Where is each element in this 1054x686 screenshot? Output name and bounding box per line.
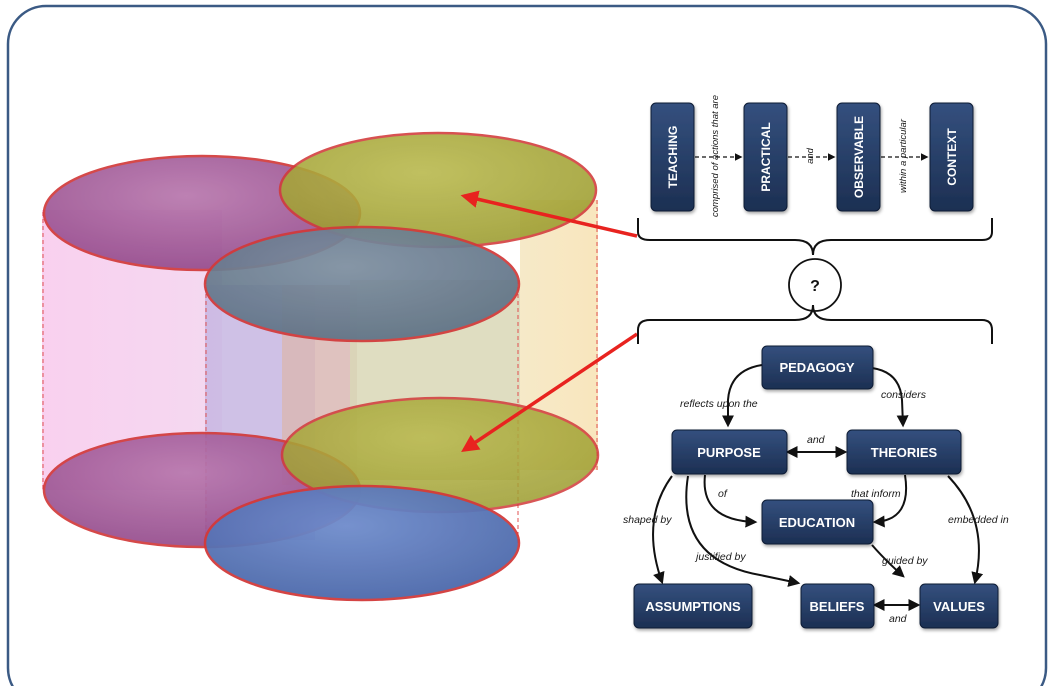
edge-label-justified-by: justified by xyxy=(694,551,746,563)
edge-theories-values xyxy=(947,475,984,585)
edge-label-and-top: and xyxy=(807,434,826,446)
node-theories-label: THEORIES xyxy=(871,445,938,460)
edge-label-embedded-in: embedded in xyxy=(948,514,1009,526)
brace-bottom xyxy=(637,304,993,344)
concept-map: PEDAGOGY PURPOSE THEORIES EDUCATION ASSU… xyxy=(623,345,1009,629)
node-education xyxy=(761,499,874,545)
node-practical-label: PRACTICAL xyxy=(759,122,773,191)
edge-pedagogy-theories xyxy=(871,367,909,428)
slate-disc-top xyxy=(203,225,521,343)
node-teaching-label: TEACHING xyxy=(666,126,680,189)
blue-disc-bottom xyxy=(203,484,521,602)
node-values-label: VALUES xyxy=(933,599,985,614)
node-context-label: CONTEXT xyxy=(945,128,959,186)
edge-label-guided-by: guided by xyxy=(882,555,928,567)
cylinder-illustration xyxy=(42,131,600,602)
node-pedagogy xyxy=(761,345,874,390)
node-practical xyxy=(743,102,788,212)
node-theories xyxy=(846,429,962,475)
red-arrow-bottom xyxy=(461,332,638,452)
node-assumptions xyxy=(633,583,753,629)
edge-label-that-inform: that inform xyxy=(851,488,901,500)
node-context xyxy=(929,102,974,212)
edge-label-and-bottom: and xyxy=(889,613,908,625)
node-education-label: EDUCATION xyxy=(779,515,855,530)
question-mark: ? xyxy=(810,278,820,295)
edge-purpose-beliefs xyxy=(685,475,801,587)
node-values xyxy=(919,583,999,629)
node-purpose xyxy=(671,429,788,475)
node-purpose-label: PURPOSE xyxy=(697,445,761,460)
edge-pedagogy-purpose xyxy=(722,364,763,428)
connector-label-comprised: comprised of actions that are xyxy=(710,95,721,217)
node-teaching xyxy=(650,102,695,212)
edge-label-considers: considers xyxy=(881,389,927,401)
node-pedagogy-label: PEDAGOGY xyxy=(779,360,854,375)
edge-purpose-education xyxy=(703,474,758,528)
edge-label-of: of xyxy=(718,488,728,500)
node-observable xyxy=(836,102,881,212)
connector-label-within: within a particular xyxy=(898,118,909,193)
node-beliefs xyxy=(800,583,875,629)
edge-label-reflects: reflects upon the xyxy=(680,398,758,410)
node-assumptions-label: ASSUMPTIONS xyxy=(645,599,741,614)
edge-label-shaped-by: shaped by xyxy=(623,514,672,526)
edge-education-values xyxy=(871,544,905,578)
brace-top xyxy=(637,218,993,256)
top-sequence: TEACHING PRACTICAL OBSERVABLE CONTEXT co… xyxy=(650,95,974,217)
node-beliefs-label: BELIEFS xyxy=(810,599,865,614)
edge-theories-education xyxy=(872,474,908,528)
connector-label-and: and xyxy=(805,147,816,164)
red-arrow-top xyxy=(460,190,638,238)
edge-purpose-assumptions xyxy=(652,475,673,585)
node-observable-label: OBSERVABLE xyxy=(852,116,866,198)
